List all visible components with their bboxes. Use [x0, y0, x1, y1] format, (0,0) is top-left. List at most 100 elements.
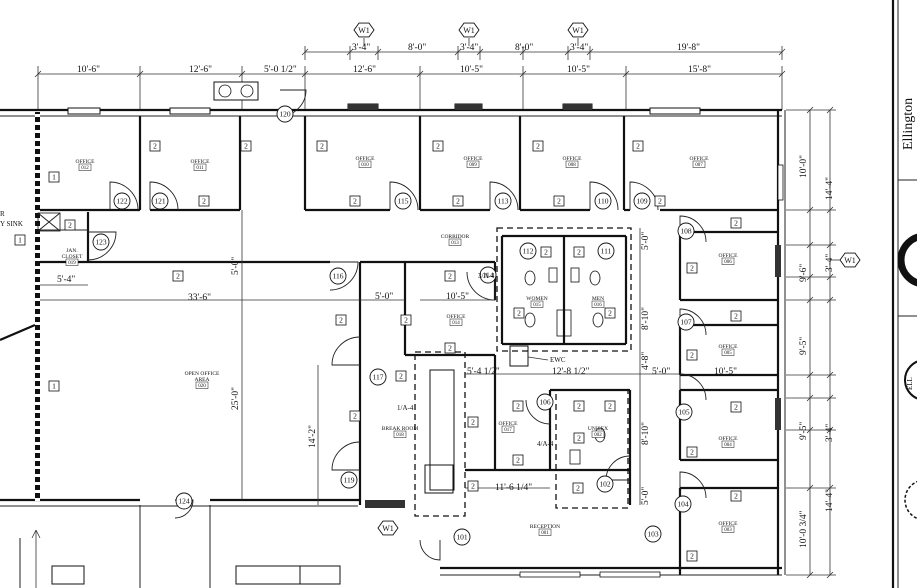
window-tag-label: W1 [844, 256, 856, 265]
dimension-text: 5'-0 1/2" [264, 65, 297, 75]
unit-fan [218, 84, 232, 98]
room-number-box [65, 258, 79, 266]
dimension-text: 3'-4" [570, 43, 588, 53]
room-name: MEN [592, 296, 604, 302]
wall-type-tag: 2 [444, 342, 456, 354]
room-number-box [591, 300, 605, 308]
room-name: OFFICE [563, 156, 583, 162]
door-tag: 120 [276, 105, 294, 123]
wall-type-tag: 2 [730, 490, 742, 502]
ewc-fixture [509, 345, 529, 367]
dimension-text: 10'-5" [567, 65, 590, 75]
wall-hatch-gap [35, 266, 40, 269]
dimension-text: 4'-8" [641, 352, 651, 370]
wall-type-tag: 2 [632, 140, 644, 152]
wall-type-box [395, 370, 407, 382]
wall-type-box [572, 482, 584, 494]
room-name: OFFICE [719, 344, 739, 350]
wall-hatch-gap [35, 290, 40, 293]
appliance [424, 464, 454, 494]
room-number: 009 [469, 163, 477, 168]
door-tag-circle [596, 475, 614, 493]
wall-type-tag: 2 [686, 262, 698, 274]
door-tag-circle [394, 192, 412, 210]
window [599, 571, 661, 578]
wall-type-label: 2 [153, 142, 157, 151]
room-number-box [538, 528, 552, 536]
window-tag-hexagon [567, 22, 589, 38]
urinal-partition [556, 309, 572, 337]
wall-type-tag: 2 [335, 314, 347, 326]
door-tag-number: 116 [333, 272, 344, 281]
window [67, 107, 101, 115]
room-number-box [449, 318, 463, 326]
door-tag: 113 [494, 192, 512, 210]
wall-hatch-gap [35, 306, 40, 309]
wall-hatch-gap [35, 186, 40, 189]
room-number-box [692, 160, 706, 168]
toilet-fixture [524, 270, 536, 286]
door-tag-number: 123 [95, 238, 107, 247]
door-tag-circle [479, 266, 497, 284]
room-number-box [193, 163, 207, 171]
room-name: OFFICE [719, 436, 739, 442]
title-block-text: ELL [906, 377, 914, 390]
wall-type-tag: 2 [532, 140, 544, 152]
door-tag-circle [597, 242, 615, 260]
room-number: 003 [724, 528, 732, 533]
wall-type-label: 2 [516, 456, 520, 465]
wall-type-label: 2 [557, 197, 561, 206]
wall-type-label: 2 [399, 372, 403, 381]
wall-type-tag: 2 [730, 401, 742, 413]
door-swing [419, 539, 441, 561]
door-tag: 107 [677, 313, 695, 331]
door-tag: 102 [596, 475, 614, 493]
wall-hatch-gap [35, 274, 40, 277]
door-tag-circle [536, 393, 554, 411]
wall-hatch-gap [35, 394, 40, 397]
wall-hatch-gap [35, 162, 40, 165]
wall-type-box [172, 270, 184, 282]
room-number-box [565, 160, 579, 168]
wall-hatch-gap [35, 442, 40, 445]
dimension-text: 14'-4" [825, 177, 835, 200]
wall-type-label: 2 [690, 448, 694, 457]
wall-type-box [335, 314, 347, 326]
dimension-text: 10'-5" [714, 367, 737, 377]
window-glazing [365, 500, 405, 508]
room-name: OFFICE [191, 159, 211, 165]
wall-hatch-gap [35, 498, 40, 501]
wall-hatch-gap [35, 458, 40, 461]
room-number: 014 [452, 321, 460, 326]
unisex-enclosure [555, 389, 629, 509]
door-tag-circle [494, 192, 512, 210]
wall-type-tag: 2 [654, 195, 666, 207]
window-tag-label: W1 [382, 524, 394, 533]
door-tag: 109 [633, 192, 651, 210]
wall-type-label: 2 [734, 219, 738, 228]
door-tag-number: 112 [523, 247, 534, 256]
wall-hatch-gap [35, 474, 40, 477]
wall-type-label: 2 [404, 316, 408, 325]
wall-type-tag: 2 [686, 550, 698, 562]
arrow-head [35, 529, 41, 539]
wall-type-tag: 2 [730, 217, 742, 229]
mechanical-unit [51, 565, 85, 585]
room-number-box [721, 525, 735, 533]
door-tag: 122 [113, 192, 131, 210]
door-tag: 121 [151, 192, 169, 210]
room-number: 010 [361, 163, 369, 168]
sink-x [37, 212, 61, 232]
room-name: OFFICE [76, 159, 96, 165]
wall-type-tag: 2 [553, 195, 565, 207]
wall-type-box [444, 270, 456, 282]
wall-type-label: 2 [448, 272, 452, 281]
door-tag-circle [453, 528, 471, 546]
window-tag: W1 [458, 22, 480, 38]
